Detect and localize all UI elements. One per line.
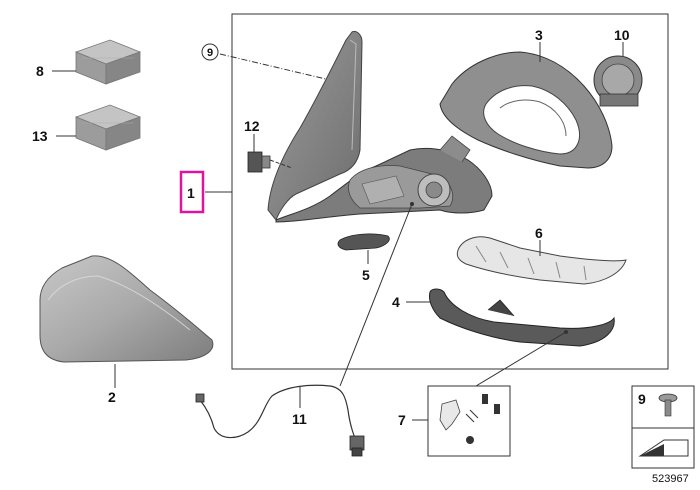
label-10[interactable]: 10: [614, 27, 630, 43]
label-9-circle: [201, 43, 219, 61]
label-4[interactable]: 4: [392, 294, 400, 310]
part-13-box[interactable]: [74, 104, 142, 151]
label-1[interactable]: 1: [187, 185, 195, 201]
leader-9: [219, 53, 331, 81]
label-6[interactable]: 6: [535, 225, 543, 241]
part-8-box[interactable]: [74, 39, 142, 85]
part-10-motor[interactable]: [593, 55, 643, 107]
label-11[interactable]: 11: [292, 411, 307, 427]
page-fold-icon: [638, 439, 689, 457]
label-13[interactable]: 13: [32, 128, 48, 144]
leader-kit-to-trim: [475, 331, 567, 387]
part-4-lower-trim[interactable]: [429, 288, 615, 347]
part-6-turn-signal[interactable]: [456, 236, 627, 285]
part-12-motor[interactable]: [247, 151, 293, 173]
label-1-highlight: [179, 170, 205, 214]
leader-harness-to-housing: [339, 203, 413, 387]
label-8[interactable]: 8: [36, 63, 44, 79]
label-2[interactable]: 2: [108, 389, 116, 405]
part-2-mirror-cap[interactable]: [39, 255, 214, 363]
part-7-mounting-kit[interactable]: [439, 394, 500, 444]
legend-label-9: 9: [638, 391, 646, 407]
diagram-id: 523967: [652, 473, 689, 485]
part-7-kit-frame: [427, 385, 511, 457]
label-12[interactable]: 12: [244, 118, 260, 134]
part-11-wiring-harness[interactable]: [195, 384, 365, 457]
label-5[interactable]: 5: [362, 267, 370, 283]
screw-icon: [658, 393, 678, 417]
part-1-housing[interactable]: [275, 135, 493, 223]
label-7[interactable]: 7: [398, 412, 406, 428]
part-1-mirror-glass[interactable]: [267, 31, 363, 221]
label-9[interactable]: 9: [207, 47, 213, 59]
part-5-cover[interactable]: [337, 233, 390, 251]
label-3[interactable]: 3: [535, 27, 543, 43]
part-3-housing-frame[interactable]: [439, 51, 613, 169]
